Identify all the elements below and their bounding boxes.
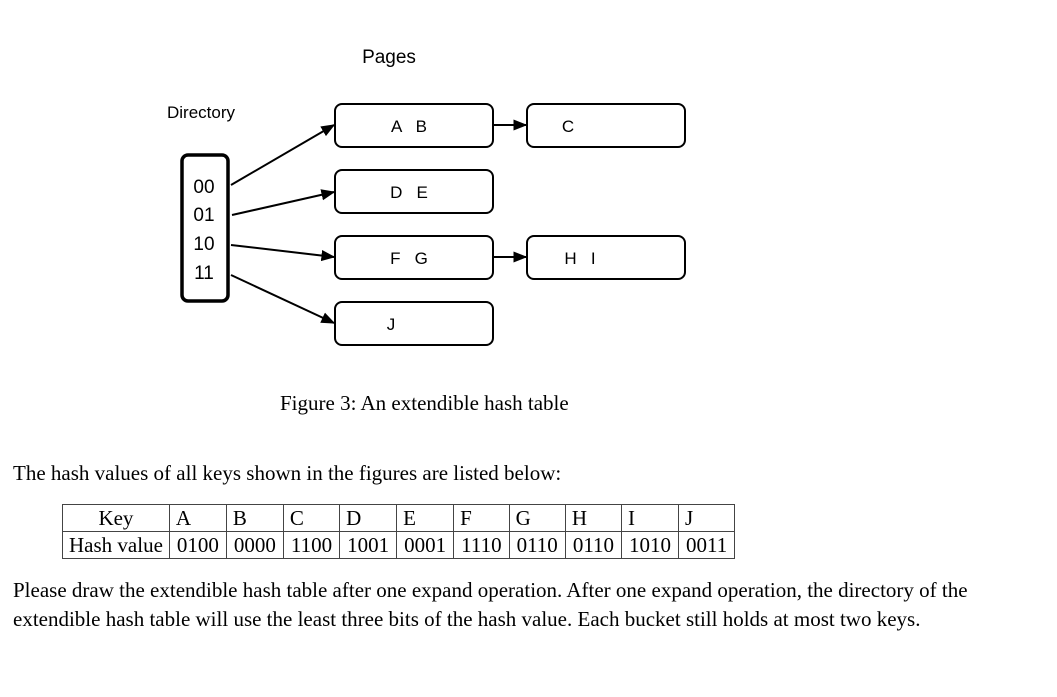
hash-value-cell: 1100 — [282, 531, 341, 559]
directory-entry-10: 10 — [193, 234, 214, 255]
directory-entry-11: 11 — [194, 263, 214, 284]
question-text: Please draw the extendible hash table af… — [13, 578, 968, 631]
key-cell: F — [453, 504, 510, 532]
bucket-fg-keys: F G — [390, 249, 428, 268]
figure-caption: Figure 3: An extendible hash table — [280, 391, 569, 415]
bucket-j — [334, 301, 494, 346]
directory-box — [180, 153, 230, 303]
pointer-00-to-ab — [230, 124, 336, 186]
table-row-hash-values: Hash value 0100 0000 1100 1001 0001 1110… — [62, 531, 736, 559]
overflow-bucket-hi — [526, 235, 686, 280]
hash-value-cell: 0001 — [396, 531, 455, 559]
hash-value-cell: 1110 — [453, 531, 510, 559]
hash-value-cell: 0110 — [508, 531, 566, 559]
key-cell: C — [282, 504, 341, 532]
pointer-11-to-j — [230, 274, 336, 324]
overflow-bucket-c — [526, 103, 686, 148]
directory-entry-01: 01 — [193, 205, 214, 226]
overflow-bucket-c-keys: C — [562, 117, 574, 136]
hash-value-cell: 0011 — [678, 531, 736, 559]
intro-text: The hash values of all keys shown in the… — [13, 461, 562, 485]
key-cell: E — [396, 504, 455, 532]
key-cell: B — [225, 504, 284, 532]
bucket-de-keys: D E — [390, 183, 428, 202]
row-header-hash-value: Hash value — [62, 531, 170, 559]
pointer-10-to-fg — [230, 244, 336, 262]
hash-value-cell: 0000 — [225, 531, 284, 559]
extendible-hash-figure: Pages Directory 00 01 10 11 A B D E F G … — [167, 47, 686, 346]
pages-label: Pages — [362, 47, 416, 68]
bucket-j-keys: J — [387, 315, 396, 334]
hash-value-cell: 0100 — [168, 531, 227, 559]
hash-value-cell: 1010 — [621, 531, 680, 559]
key-cell: D — [339, 504, 398, 532]
hash-value-cell: 1001 — [339, 531, 398, 559]
pointer-01-to-de — [231, 189, 336, 216]
key-cell: A — [168, 504, 227, 532]
bucket-ab-keys: A B — [391, 117, 427, 136]
table-row-keys: Key A B C D E F G H I J — [62, 504, 736, 532]
key-cell: J — [678, 504, 736, 532]
directory-label: Directory — [167, 103, 236, 122]
row-header-key: Key — [62, 504, 170, 532]
directory-entry-00: 00 — [193, 177, 214, 198]
key-cell: H — [564, 504, 623, 532]
key-cell: I — [621, 504, 680, 532]
key-cell: G — [508, 504, 566, 532]
hash-value-cell: 0110 — [564, 531, 623, 559]
overflow-bucket-hi-keys: H I — [564, 249, 595, 268]
hash-value-table: Key A B C D E F G H I J Hash value 0100 … — [62, 504, 736, 559]
